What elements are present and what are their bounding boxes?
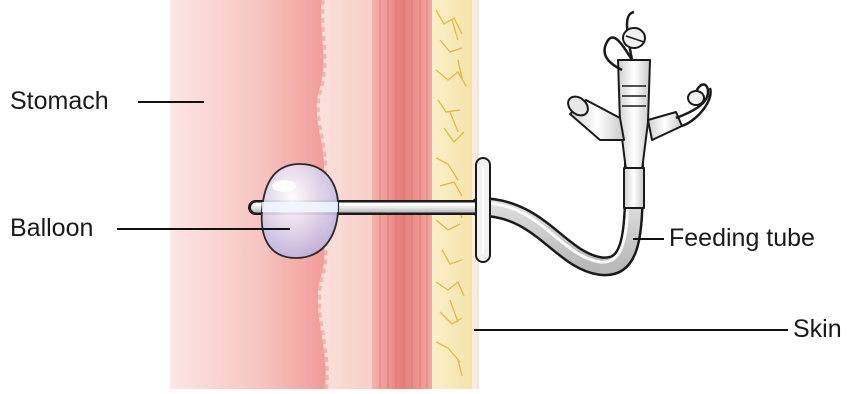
fat-layer	[432, 0, 472, 389]
y-port-connector	[564, 12, 710, 208]
skin-label: Skin	[793, 317, 842, 342]
stomach-label: Stomach	[10, 89, 109, 114]
balloon-label: Balloon	[10, 216, 93, 241]
muscle-layer	[372, 0, 432, 389]
feeding-tube-label: Feeding tube	[669, 226, 815, 251]
balloon	[262, 164, 339, 258]
external-bumper	[476, 158, 490, 262]
